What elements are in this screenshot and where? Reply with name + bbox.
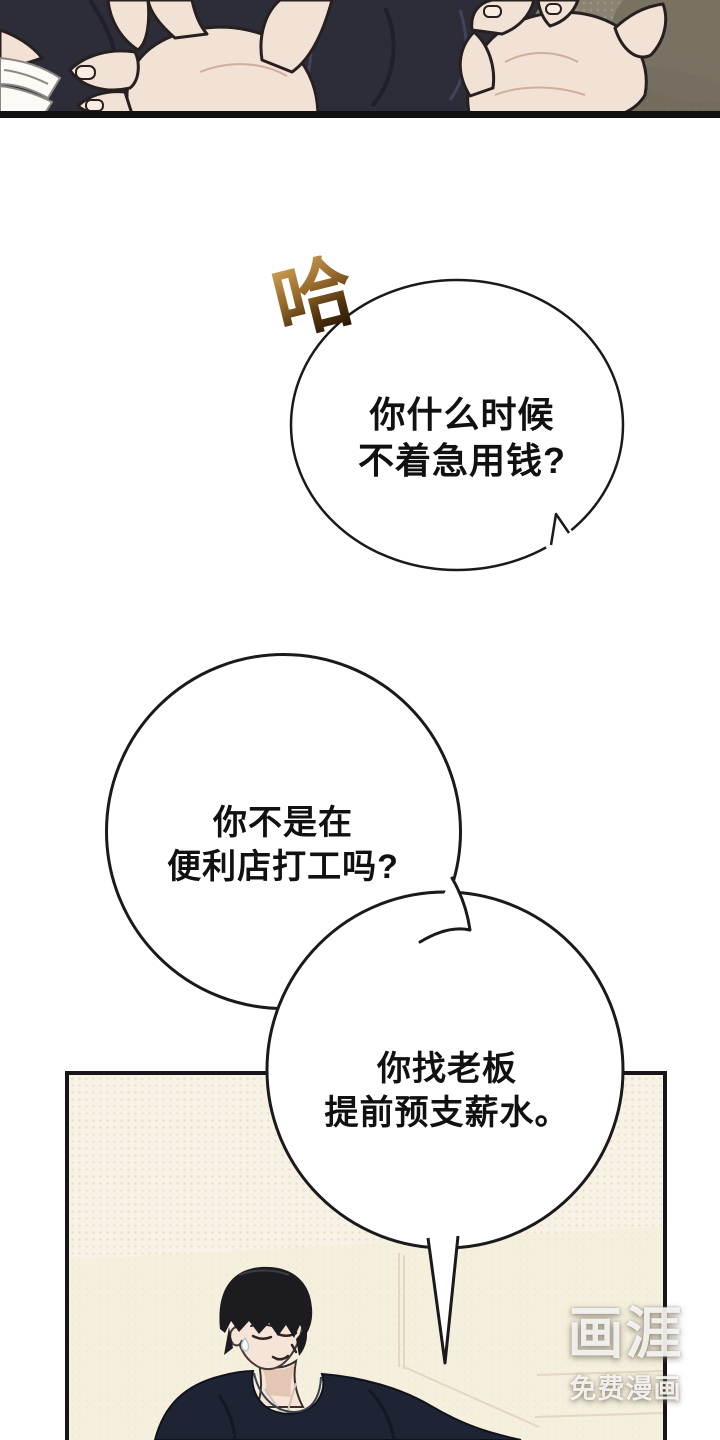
bubble-3-line-2: 提前预支薪水。 <box>324 1094 570 1132</box>
top-panel-artwork <box>0 0 720 180</box>
bubble-1-text: 你什么时候 不着急用钱? <box>307 392 617 484</box>
wall-tile-lines <box>398 1253 663 1428</box>
mouth-inner <box>274 1358 286 1361</box>
top-panel <box>0 0 720 180</box>
ear <box>229 1326 243 1347</box>
bubble-1-line-1: 你什么时候 <box>369 394 555 435</box>
watermark-logo: 画涯 <box>567 1302 684 1365</box>
hair <box>219 1266 313 1338</box>
bubble-1-tail-notch <box>549 512 571 546</box>
watermark-tagline: 免费漫画 <box>569 1373 682 1404</box>
bottom-panel-artwork <box>69 1227 663 1440</box>
bubble-2-line-1: 你不是在 <box>213 804 353 842</box>
bubble-3-line-1: 你找老板 <box>377 1050 517 1088</box>
right-hand <box>458 0 668 120</box>
collar-edge <box>253 1372 322 1414</box>
sweat-drop <box>241 1336 250 1352</box>
character-man <box>153 1266 522 1440</box>
top-panel-border <box>0 111 720 118</box>
bubble-3-text: 你找老板 提前预支薪水。 <box>297 1047 597 1135</box>
bandaged-wrist <box>0 28 62 119</box>
watermark: 画涯 免费漫画 <box>553 1303 698 1406</box>
left-hand <box>68 0 334 120</box>
bubble-1-line-2: 不着急用钱? <box>358 440 566 481</box>
bubble-2-text: 你不是在 便利店打工吗? <box>133 801 433 889</box>
bubble-2-line-2: 便利店打工吗? <box>167 848 399 886</box>
sfx-laugh: 哈 <box>264 244 364 351</box>
neck-shadow <box>261 1364 295 1397</box>
